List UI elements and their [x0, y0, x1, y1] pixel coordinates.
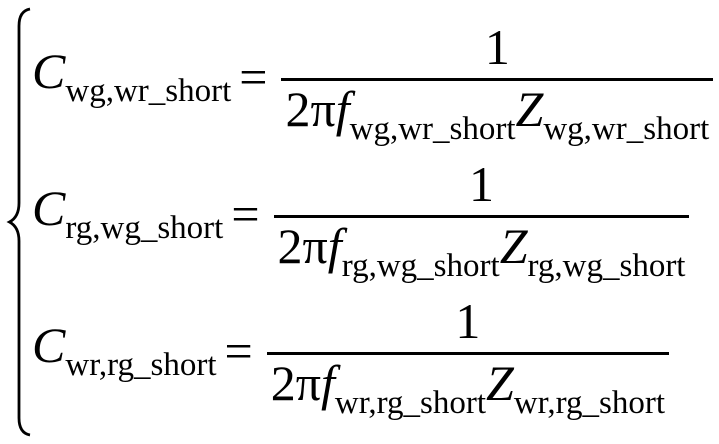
fraction-numerator: 1: [484, 18, 510, 75]
fraction-denominator: 2πfwg,wr_shortZwg,wr_short: [281, 77, 714, 147]
fraction-denominator: 2πfrg,wg_shortZrg,wg_short: [273, 214, 690, 284]
fraction-denominator: 2πfwr,rg_shortZwr,rg_short: [266, 351, 669, 421]
equation-row-2: Crg,wg_short = 1 2πfrg,wg_shortZrg,wg_sh…: [32, 153, 713, 284]
den-coefficient: 2π: [270, 354, 321, 411]
lhs-term: Cwg,wr_short: [32, 46, 231, 108]
equals-sign: =: [224, 322, 253, 379]
impedance-symbol: Z: [486, 354, 514, 411]
capacitance-symbol: C: [32, 42, 66, 99]
frequency-subscript: rg,wg_short: [341, 247, 500, 284]
frequency-symbol: f: [327, 217, 342, 274]
capacitance-subscript: rg,wg_short: [65, 209, 224, 246]
frequency-subscript: wg,wr_short: [349, 110, 516, 147]
equals-sign: =: [231, 185, 260, 242]
fraction-numerator: 1: [455, 292, 481, 349]
den-coefficient: 2π: [277, 217, 328, 274]
lhs-term: Crg,wg_short: [32, 183, 223, 245]
den-coefficient: 2π: [285, 80, 336, 137]
fraction: 1 2πfwg,wr_shortZwg,wr_short: [281, 18, 714, 147]
left-curly-brace: [6, 7, 31, 437]
capacitance-symbol: C: [32, 179, 66, 236]
frequency-subscript: wr,rg_short: [334, 384, 487, 421]
frequency-symbol: f: [320, 354, 335, 411]
capacitance-subscript: wr,rg_short: [65, 346, 217, 383]
impedance-subscript: wg,wr_short: [543, 110, 710, 147]
lhs-term: Cwr,rg_short: [32, 320, 217, 382]
impedance-subscript: rg,wg_short: [527, 247, 686, 284]
fraction: 1 2πfrg,wg_shortZrg,wg_short: [273, 155, 690, 284]
impedance-symbol: Z: [499, 217, 528, 274]
equals-sign: =: [239, 48, 268, 105]
fraction-numerator: 1: [469, 155, 495, 212]
capacitance-symbol: C: [32, 316, 66, 373]
impedance-symbol: Z: [515, 80, 544, 137]
equation-row-3: Cwr,rg_short = 1 2πfwr,rg_shortZwr,rg_sh…: [32, 290, 713, 421]
frequency-symbol: f: [335, 80, 350, 137]
capacitance-subscript: wg,wr_short: [65, 72, 232, 109]
equation-column: Cwg,wr_short = 1 2πfwg,wr_shortZwg,wr_sh…: [32, 0, 714, 421]
impedance-subscript: wr,rg_short: [513, 384, 665, 421]
equation-row-1: Cwg,wr_short = 1 2πfwg,wr_shortZwg,wr_sh…: [32, 16, 714, 147]
fraction: 1 2πfwr,rg_shortZwr,rg_short: [266, 292, 669, 421]
